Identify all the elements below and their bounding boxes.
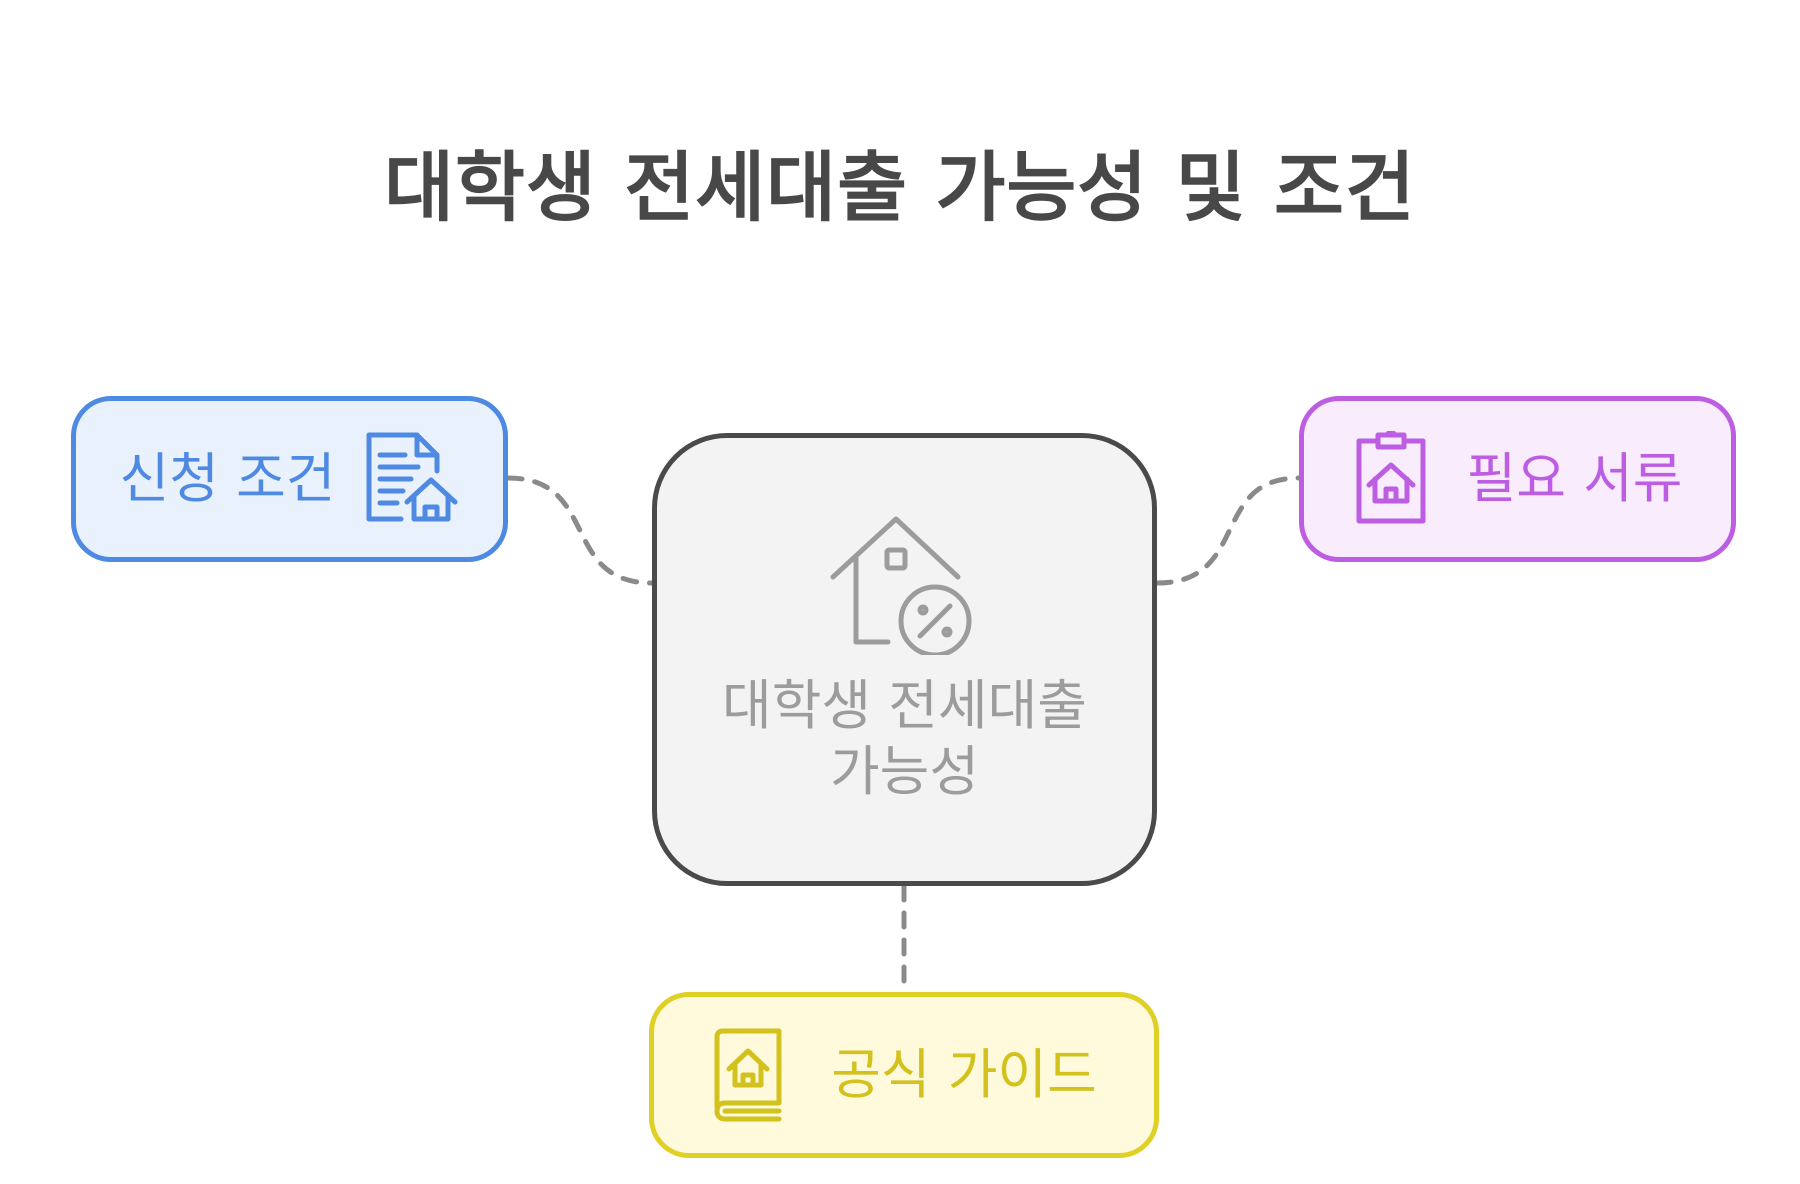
document-house-icon — [366, 432, 458, 522]
branch-label-documents: 필요 서류 — [1466, 447, 1683, 510]
branch-label-conditions: 신청 조건 — [119, 447, 336, 510]
branch-node-conditions[interactable]: 신청 조건 — [71, 396, 508, 562]
branch-label-guide: 공식 가이드 — [831, 1043, 1097, 1106]
center-node[interactable]: 대학생 전세대출 가능성 — [652, 433, 1157, 886]
connector-right — [1154, 475, 1302, 586]
diagram-title: 대학생 전세대출 가능성 및 조건 — [384, 143, 1416, 232]
house-percent-icon — [830, 516, 971, 655]
branch-node-documents[interactable]: 필요 서류 — [1299, 396, 1736, 562]
connector-left — [505, 475, 655, 586]
branch-node-guide[interactable]: 공식 가이드 — [649, 992, 1159, 1158]
book-house-icon — [714, 1028, 782, 1122]
center-label: 대학생 전세대출 가능성 — [722, 673, 1087, 803]
clipboard-house-icon — [1356, 431, 1426, 524]
